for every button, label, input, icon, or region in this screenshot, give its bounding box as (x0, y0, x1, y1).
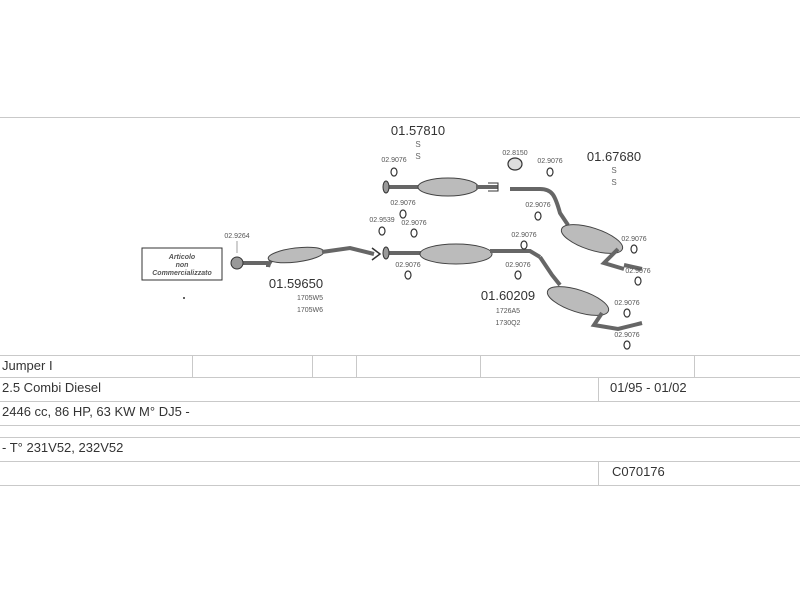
code-1726a5: 1726A5 (496, 308, 520, 315)
model-cell: Jumper I (2, 358, 53, 373)
code-1705w6: 1705W6 (297, 307, 323, 314)
notice-line-2: non (176, 262, 189, 269)
accessory-label: 02.9076 (537, 158, 562, 165)
col-border (694, 355, 695, 377)
accessory-label: 02.9076 (505, 262, 530, 269)
accessory-label: 02.9076 (625, 268, 650, 275)
code-1705w5: 1705W5 (297, 295, 323, 302)
notice-line-1: Articolo (168, 254, 196, 261)
accessory-label: 02.9076 (614, 332, 639, 339)
part-mark-s-4: S (611, 178, 616, 187)
types-cell: - T° 231V52, 232V52 (2, 440, 124, 455)
accessory-label: 02.9076 (614, 300, 639, 307)
accessory-label: 02.9076 (390, 200, 415, 207)
col-border (598, 461, 599, 485)
row-border (0, 377, 800, 378)
dot-mark (183, 297, 185, 299)
row-border (0, 485, 800, 486)
accessory-label: 02.9076 (401, 220, 426, 227)
col-border (356, 355, 357, 377)
notice-line-3: Commercializzato (152, 270, 212, 277)
col-border (598, 377, 599, 401)
frame-top-border (0, 117, 800, 118)
part-mark-s-2: S (415, 152, 420, 161)
accessory-label: 02.9076 (381, 157, 406, 164)
exhaust-diagram: Articolo non Commercializzato 01.59650 1… (141, 123, 651, 350)
col-border (480, 355, 481, 377)
lower-middle-muffler (382, 243, 542, 265)
front-pipe (230, 245, 382, 270)
part-number-01-67680: 01.67680 (587, 149, 641, 164)
clamp-icons (378, 157, 642, 350)
accessory-label: 02.9076 (395, 262, 420, 269)
row-border (0, 401, 800, 402)
code-cell: C070176 (612, 464, 665, 479)
accessory-labels: 02.8150 02.9076 02.9076 02.9076 02.9539 … (369, 150, 650, 339)
upper-middle-muffler (382, 177, 499, 197)
row-border (0, 355, 800, 356)
col-border (312, 355, 313, 377)
part-mark-s-3: S (611, 166, 616, 175)
part-number-01-57810: 01.57810 (391, 123, 445, 138)
years-cell: 01/95 - 01/02 (610, 380, 687, 395)
accessory-label: 02.9539 (369, 217, 394, 224)
version-cell: 2.5 Combi Diesel (2, 380, 101, 395)
row-border (0, 425, 800, 426)
catalog-frame (0, 117, 800, 489)
accessory-label: 02.9076 (511, 232, 536, 239)
accessory-label: 02.9076 (525, 202, 550, 209)
lower-rear-muffler (538, 255, 643, 332)
part-number-01-59650: 01.59650 (269, 276, 323, 291)
code-1730q2: 1730Q2 (496, 320, 521, 327)
engine-cell: 2446 cc, 86 HP, 63 KW M° DJ5 - (2, 404, 190, 419)
upper-rear-muffler (510, 187, 643, 271)
part-mark-s-1: S (415, 140, 420, 149)
part-number-01-60209: 01.60209 (481, 288, 535, 303)
row-border (0, 437, 800, 438)
accessory-label: 02.8150 (502, 150, 527, 157)
col-border (192, 355, 193, 377)
not-available-box: Articolo non Commercializzato (141, 247, 223, 281)
accessory-label: 02.9076 (621, 236, 646, 243)
row-border (0, 461, 800, 462)
accessory-02-9264: 02.9264 (224, 233, 249, 240)
